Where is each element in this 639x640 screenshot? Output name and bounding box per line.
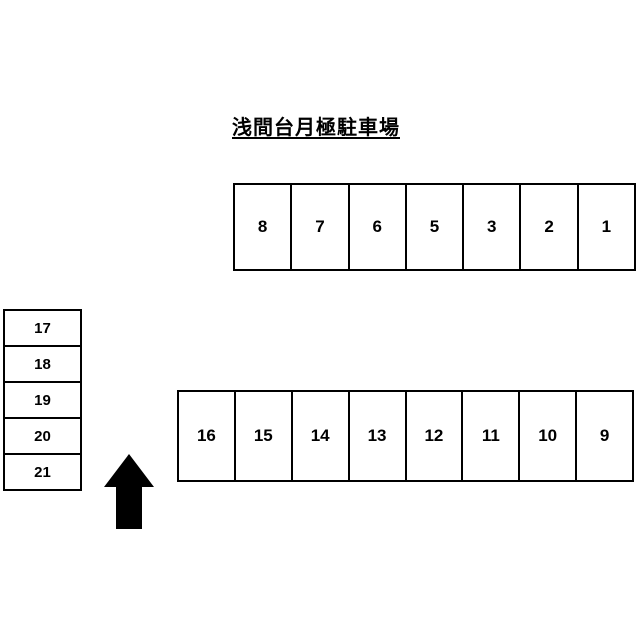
parking-spot-20: 20 bbox=[3, 417, 82, 455]
parking-spot-12: 12 bbox=[404, 390, 464, 482]
parking-spot-8: 8 bbox=[233, 183, 293, 271]
parking-spot-17: 17 bbox=[3, 309, 82, 347]
parking-spot-10: 10 bbox=[518, 390, 578, 482]
entrance-up-arrow-icon bbox=[104, 454, 154, 529]
parking-spot-9: 9 bbox=[575, 390, 634, 482]
parking-spot-1: 1 bbox=[576, 183, 636, 271]
parking-spot-13: 13 bbox=[347, 390, 407, 482]
parking-spot-19: 19 bbox=[3, 381, 82, 419]
parking-spot-2: 2 bbox=[519, 183, 579, 271]
parking-spot-3: 3 bbox=[462, 183, 522, 271]
page-title: 浅間台月極駐車場 bbox=[232, 117, 400, 139]
parking-spot-7: 7 bbox=[290, 183, 350, 271]
parking-spot-6: 6 bbox=[347, 183, 407, 271]
parking-spot-14: 14 bbox=[290, 390, 350, 482]
parking-spot-5: 5 bbox=[404, 183, 465, 271]
parking-spot-21: 21 bbox=[3, 453, 82, 491]
parking-spot-11: 11 bbox=[461, 390, 521, 482]
parking-spot-18: 18 bbox=[3, 345, 82, 383]
parking-spot-15: 15 bbox=[233, 390, 293, 482]
parking-spot-16: 16 bbox=[177, 390, 236, 482]
